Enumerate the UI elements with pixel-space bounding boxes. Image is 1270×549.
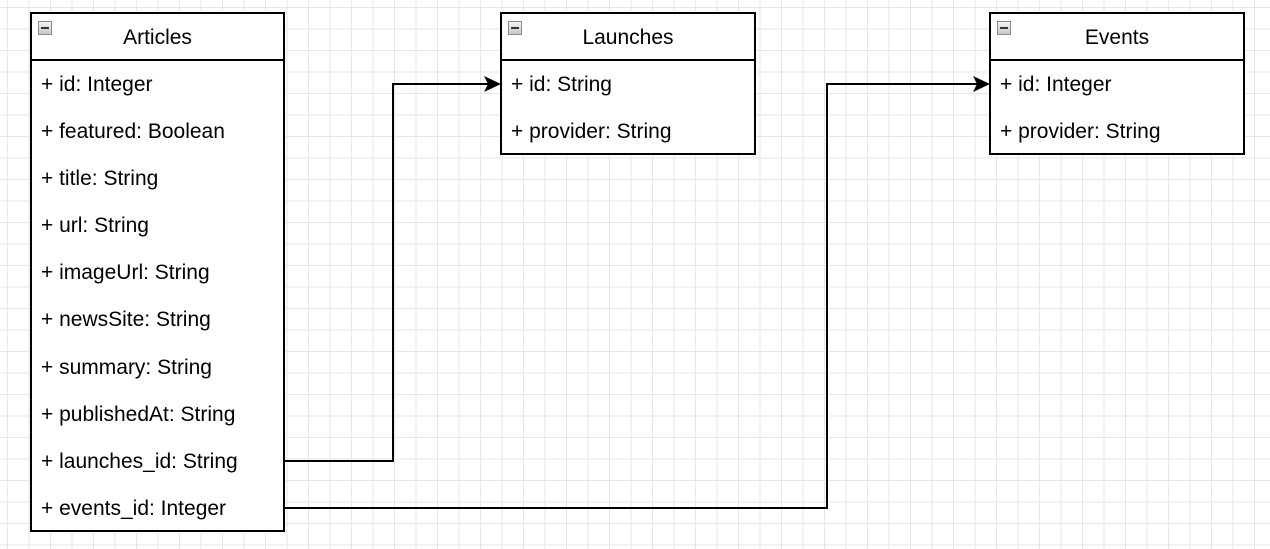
attribute-row[interactable]: + url: String	[41, 214, 149, 238]
collapse-icon[interactable]	[508, 21, 522, 35]
attribute-row[interactable]: + summary: String	[41, 355, 212, 379]
collapse-icon[interactable]	[38, 21, 52, 35]
attribute-row[interactable]: + newsSite: String	[41, 308, 211, 332]
entity-articles[interactable]: Articles + id: Integer + featured: Boole…	[30, 12, 285, 532]
attribute-list: + id: Integer + provider: String	[991, 61, 1243, 155]
entity-title: Events	[1084, 26, 1150, 49]
entity-launches[interactable]: Launches + id: String + provider: String	[500, 12, 756, 155]
entity-header: Events	[991, 14, 1243, 61]
entity-events[interactable]: Events + id: Integer + provider: String	[989, 12, 1245, 155]
attribute-list: + id: String + provider: String	[502, 61, 754, 155]
attribute-row[interactable]: + imageUrl: String	[41, 261, 210, 285]
entity-header: Articles	[32, 14, 283, 61]
entity-title: Launches	[582, 26, 674, 49]
entity-header: Launches	[502, 14, 754, 61]
attribute-row[interactable]: + featured: Boolean	[41, 120, 225, 144]
arrowhead-events	[973, 76, 990, 92]
attribute-list: + id: Integer + featured: Boolean + titl…	[32, 61, 283, 532]
attribute-row[interactable]: + provider: String	[511, 120, 672, 144]
collapse-icon[interactable]	[997, 21, 1011, 35]
attribute-row[interactable]: + id: Integer	[41, 73, 153, 96]
attribute-row[interactable]: + provider: String	[1000, 120, 1161, 144]
arrowhead-launches	[484, 76, 501, 92]
attribute-row[interactable]: + publishedAt: String	[41, 402, 236, 426]
attribute-row[interactable]: + id: Integer	[1000, 73, 1112, 96]
connector-launches[interactable]	[284, 83, 488, 462]
attribute-row[interactable]: + title: String	[41, 167, 159, 191]
attribute-row[interactable]: + launches_id: String	[41, 449, 238, 473]
attribute-row[interactable]: + id: String	[511, 73, 612, 96]
entity-title: Articles	[123, 26, 192, 49]
attribute-row[interactable]: + events_id: Integer	[41, 496, 227, 520]
